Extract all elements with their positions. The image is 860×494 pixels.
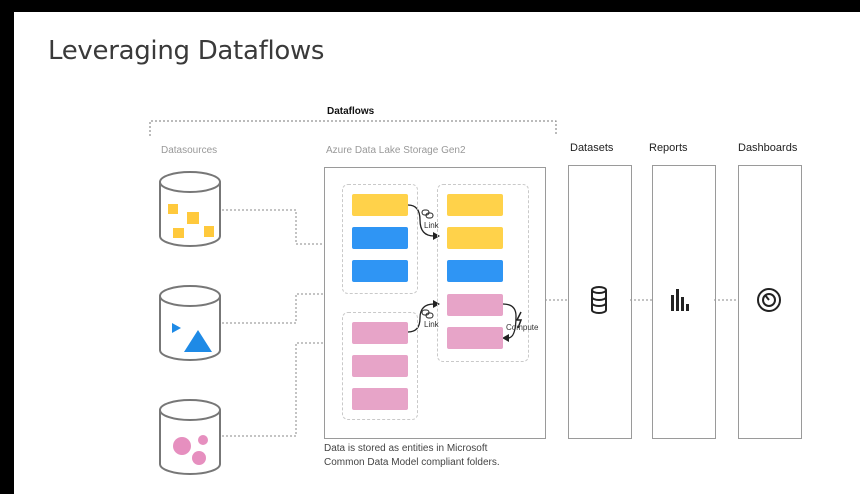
entity-blue	[352, 227, 408, 249]
slide-title: Leveraging Dataflows	[48, 36, 325, 66]
entity-yellow	[447, 194, 503, 216]
lightning-icon	[515, 311, 523, 329]
reports-header: Reports	[649, 142, 688, 154]
link-label-2: Link	[424, 320, 439, 329]
dataflows-label: Dataflows	[327, 106, 375, 117]
entity-pink	[447, 294, 503, 316]
bar-chart-icon	[671, 289, 689, 311]
datasource-cylinder-3	[159, 399, 221, 475]
chain-link-icon	[421, 209, 434, 219]
entity-pink	[352, 355, 408, 377]
dataflow-group-2	[437, 184, 529, 362]
reports-column	[652, 165, 716, 439]
dataflows-bracket	[149, 120, 557, 136]
chain-link-icon	[421, 309, 434, 319]
link-arrow-2	[407, 303, 435, 333]
connector-source1	[222, 209, 324, 245]
dataflow-group-3	[342, 312, 418, 420]
storage-label: Azure Data Lake Storage Gen2	[326, 145, 466, 156]
entity-pink	[352, 322, 408, 344]
entity-blue	[447, 260, 503, 282]
gauge-icon	[757, 288, 781, 312]
dashboards-header: Dashboards	[738, 142, 798, 154]
compute-arrow	[502, 303, 517, 339]
database-icon	[591, 286, 607, 314]
dashboards-column	[738, 165, 802, 439]
link-label-1: Link	[424, 221, 439, 230]
datasource-cylinder-1	[159, 171, 221, 247]
link-arrow-1	[407, 204, 435, 237]
dataflow-group-1	[342, 184, 418, 294]
entity-blue	[352, 260, 408, 282]
storage-container	[324, 167, 546, 439]
storage-note-line-2: Common Data Model compliant folders.	[324, 457, 500, 468]
storage-note-line-1: Data is stored as entities in Microsoft	[324, 443, 488, 454]
datasets-column	[568, 165, 632, 439]
connector-source3	[222, 342, 324, 437]
entity-pink	[447, 327, 503, 349]
entity-pink	[352, 388, 408, 410]
storage-note: Data is stored as entities in Microsoft …	[324, 442, 564, 470]
connector-source2	[222, 293, 324, 324]
datasets-header: Datasets	[570, 142, 614, 154]
compute-label: Compute	[506, 323, 539, 332]
entity-yellow	[352, 194, 408, 216]
datasource-cylinder-2	[159, 285, 221, 361]
entity-yellow	[447, 227, 503, 249]
datasources-label: Datasources	[161, 145, 218, 156]
